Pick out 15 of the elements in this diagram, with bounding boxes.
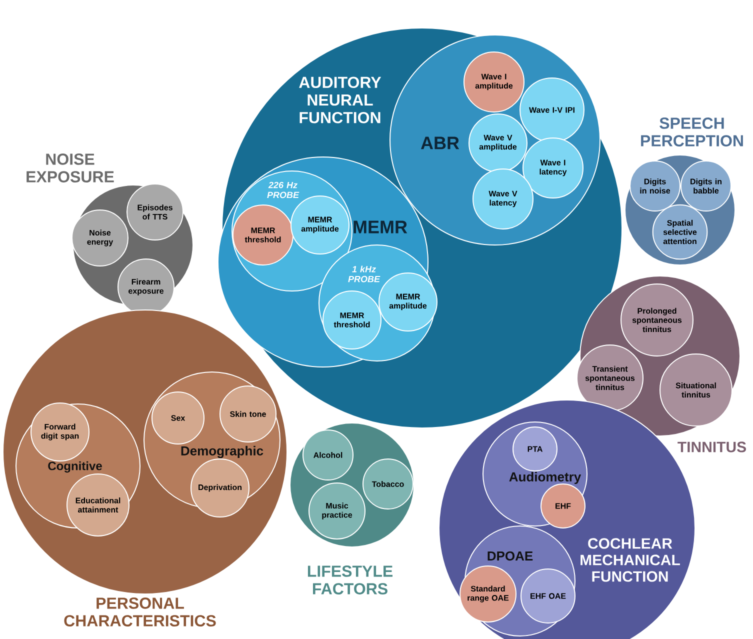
- group-title: ABR: [420, 136, 460, 150]
- group-title: PERSONAL CHARACTERISTICS: [64, 598, 216, 626]
- group-title: SPEECH PERCEPTION: [641, 118, 743, 146]
- group-title: 1 kHz PROBE: [348, 266, 380, 282]
- group-title: Audiometry: [509, 472, 582, 484]
- group-title: COCHLEAR MECHANICAL FUNCTION: [580, 538, 680, 582]
- group-title: AUDITORY NEURAL FUNCTION: [299, 76, 382, 124]
- group-title: MEMR: [354, 220, 408, 234]
- group-title: Demographic: [181, 446, 264, 458]
- group-title: NOISE EXPOSURE: [26, 154, 114, 182]
- group-title: DPOAE: [488, 551, 533, 561]
- group-title: Cognitive: [48, 461, 102, 473]
- group-title: 226 Hz PROBE: [267, 182, 300, 198]
- group-title: TINNITUS: [678, 442, 746, 452]
- group-title: LIFESTYLE FACTORS: [308, 566, 392, 594]
